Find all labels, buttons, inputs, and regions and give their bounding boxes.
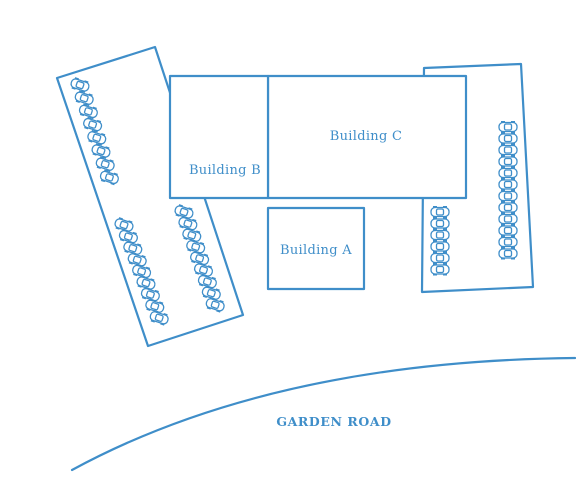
parked-car-icon <box>430 240 450 253</box>
building-c-label: Building C <box>330 129 403 144</box>
garden-road-label: GARDEN ROAD <box>276 414 391 429</box>
building-b[interactable]: Building B <box>168 74 270 200</box>
east-parking-lot[interactable] <box>420 62 535 294</box>
parked-car-icon <box>430 263 450 276</box>
parked-car-icon <box>498 201 518 214</box>
parked-car-icon <box>430 252 450 264</box>
parked-car-icon <box>201 285 221 302</box>
parked-car-icon <box>498 155 518 168</box>
parked-car-icon <box>498 213 518 225</box>
parked-car-icon <box>430 217 450 230</box>
parked-car-icon <box>149 309 169 326</box>
east-parking-lot-outline <box>420 62 535 294</box>
parked-car-icon <box>178 215 198 232</box>
parked-car-icon <box>498 224 518 237</box>
building-a-outline <box>266 206 366 291</box>
parked-car-icon <box>182 227 202 244</box>
parked-car-icon <box>498 190 518 202</box>
west-parking-lot-outline <box>55 45 245 348</box>
building-a-label: Building A <box>280 243 352 258</box>
parked-car-icon <box>87 129 107 146</box>
parked-car-icon <box>70 77 90 93</box>
building-b-outline <box>168 74 270 200</box>
parked-car-icon <box>498 167 518 179</box>
building-c[interactable]: Building C <box>266 74 468 200</box>
parked-car-icon <box>174 204 194 220</box>
parked-car-icon <box>498 236 518 248</box>
parked-car-icon <box>186 238 206 255</box>
parked-car-icon <box>498 121 518 133</box>
parked-car-icon <box>78 103 98 120</box>
west-parking-cars <box>70 77 225 326</box>
building-b-label: Building B <box>189 163 261 178</box>
building-a[interactable]: Building A <box>266 206 366 291</box>
parked-car-icon <box>83 116 103 133</box>
parked-car-icon <box>430 229 450 241</box>
parked-car-icon <box>430 206 450 218</box>
garden-road-line <box>70 356 576 472</box>
parked-car-icon <box>95 156 115 173</box>
parked-car-icon <box>205 296 225 313</box>
parked-car-icon <box>498 247 518 260</box>
parked-car-icon <box>123 240 143 257</box>
parked-car-icon <box>114 217 134 233</box>
parked-car-icon <box>127 251 147 268</box>
parked-car-icon <box>145 298 165 315</box>
parked-car-icon <box>498 178 518 191</box>
parked-car-icon <box>197 273 217 290</box>
parked-car-icon <box>74 90 94 107</box>
building-c-outline <box>266 74 468 200</box>
parked-car-icon <box>140 286 160 303</box>
west-parking-lot[interactable] <box>55 45 245 348</box>
garden-road[interactable]: GARDEN ROAD <box>70 356 576 472</box>
parked-car-icon <box>193 262 214 278</box>
parked-car-icon <box>132 263 152 280</box>
east-parking-cars <box>430 121 518 276</box>
parked-car-icon <box>118 228 138 245</box>
parked-car-icon <box>91 143 111 159</box>
parked-car-icon <box>99 169 119 186</box>
parked-car-icon <box>498 144 518 156</box>
parked-car-icon <box>498 132 518 145</box>
